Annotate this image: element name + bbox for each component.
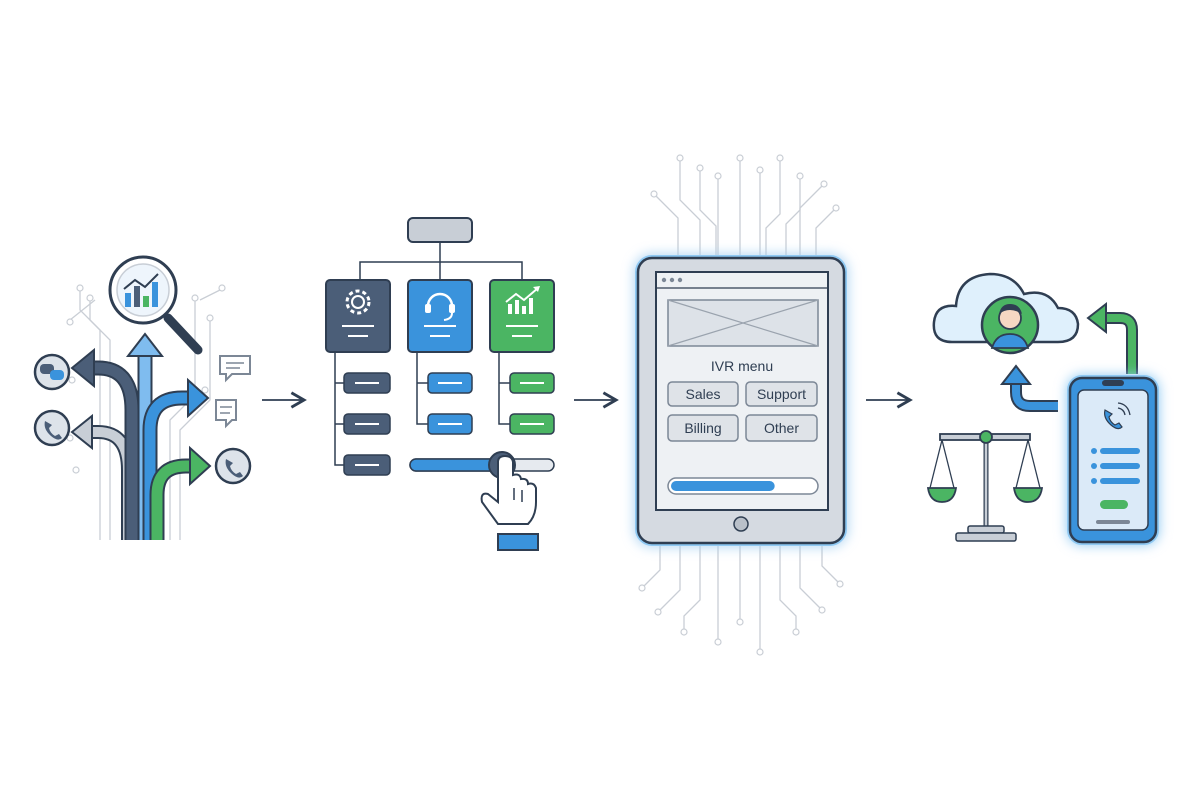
headset-icon — [425, 292, 455, 321]
phone-icon — [1104, 402, 1131, 430]
ivr-option-support[interactable]: Support — [745, 381, 818, 407]
sub-node-navy — [343, 372, 391, 394]
magnifier-chart-icon — [108, 255, 203, 355]
ivr-option-label: Support — [757, 386, 806, 402]
progress-bar — [667, 477, 819, 495]
ivr-option-label: Sales — [685, 386, 720, 402]
user-avatar-icon — [980, 295, 1040, 355]
escalate-arrow-blue — [999, 364, 1058, 412]
phone-icon — [214, 447, 252, 485]
circuit-lines-bottom — [643, 545, 839, 650]
route-arrow-green — [149, 445, 212, 540]
support-card — [407, 279, 473, 353]
section-routing — [33, 255, 252, 540]
growth-chart-icon — [505, 286, 540, 314]
ivr-option-sales[interactable]: Sales — [667, 381, 739, 407]
smartphone-icon — [1067, 375, 1159, 545]
analytics-card — [489, 279, 555, 353]
sub-node-green — [509, 413, 555, 435]
ivr-option-other[interactable]: Other — [745, 414, 818, 442]
route-arrow-navy — [70, 347, 140, 540]
section-flow-builder — [325, 217, 555, 551]
image-placeholder — [667, 299, 819, 347]
section-ivr-tablet: IVR menu Sales Support Billing Other — [635, 154, 847, 656]
balance-scale-icon — [926, 430, 1044, 542]
sub-node-green — [509, 372, 555, 394]
drag-slider[interactable] — [409, 451, 555, 479]
circuit-dots-top — [650, 154, 840, 212]
home-button[interactable] — [733, 516, 749, 532]
circuit-dots-bottom — [638, 580, 844, 656]
section-outcome — [926, 272, 1159, 545]
chat-bubbles-icon — [33, 353, 71, 391]
progress-fill — [671, 481, 775, 491]
gear-icon — [345, 289, 371, 315]
pointing-hand-icon — [480, 454, 539, 551]
ivr-option-label: Billing — [684, 420, 721, 436]
sub-node-navy — [343, 413, 391, 435]
call-button[interactable] — [1100, 500, 1128, 509]
root-node — [407, 217, 473, 243]
ivr-option-billing[interactable]: Billing — [667, 414, 739, 442]
return-arrow-green — [1086, 301, 1138, 374]
speech-bubble-icon — [219, 355, 251, 383]
circuit-dots-left — [66, 284, 226, 474]
speech-bubble-icon — [215, 399, 237, 429]
phone-icon — [33, 409, 71, 447]
route-arrow-blue-right — [142, 377, 210, 540]
circuit-lines-top — [655, 160, 835, 258]
sub-node-blue — [427, 372, 473, 394]
sub-node-blue — [427, 413, 473, 435]
ivr-option-label: Other — [764, 420, 799, 436]
ivr-menu-title: IVR menu — [711, 358, 773, 374]
sub-node-navy — [343, 454, 391, 476]
settings-card — [325, 279, 391, 353]
tree-connectors — [334, 242, 523, 466]
